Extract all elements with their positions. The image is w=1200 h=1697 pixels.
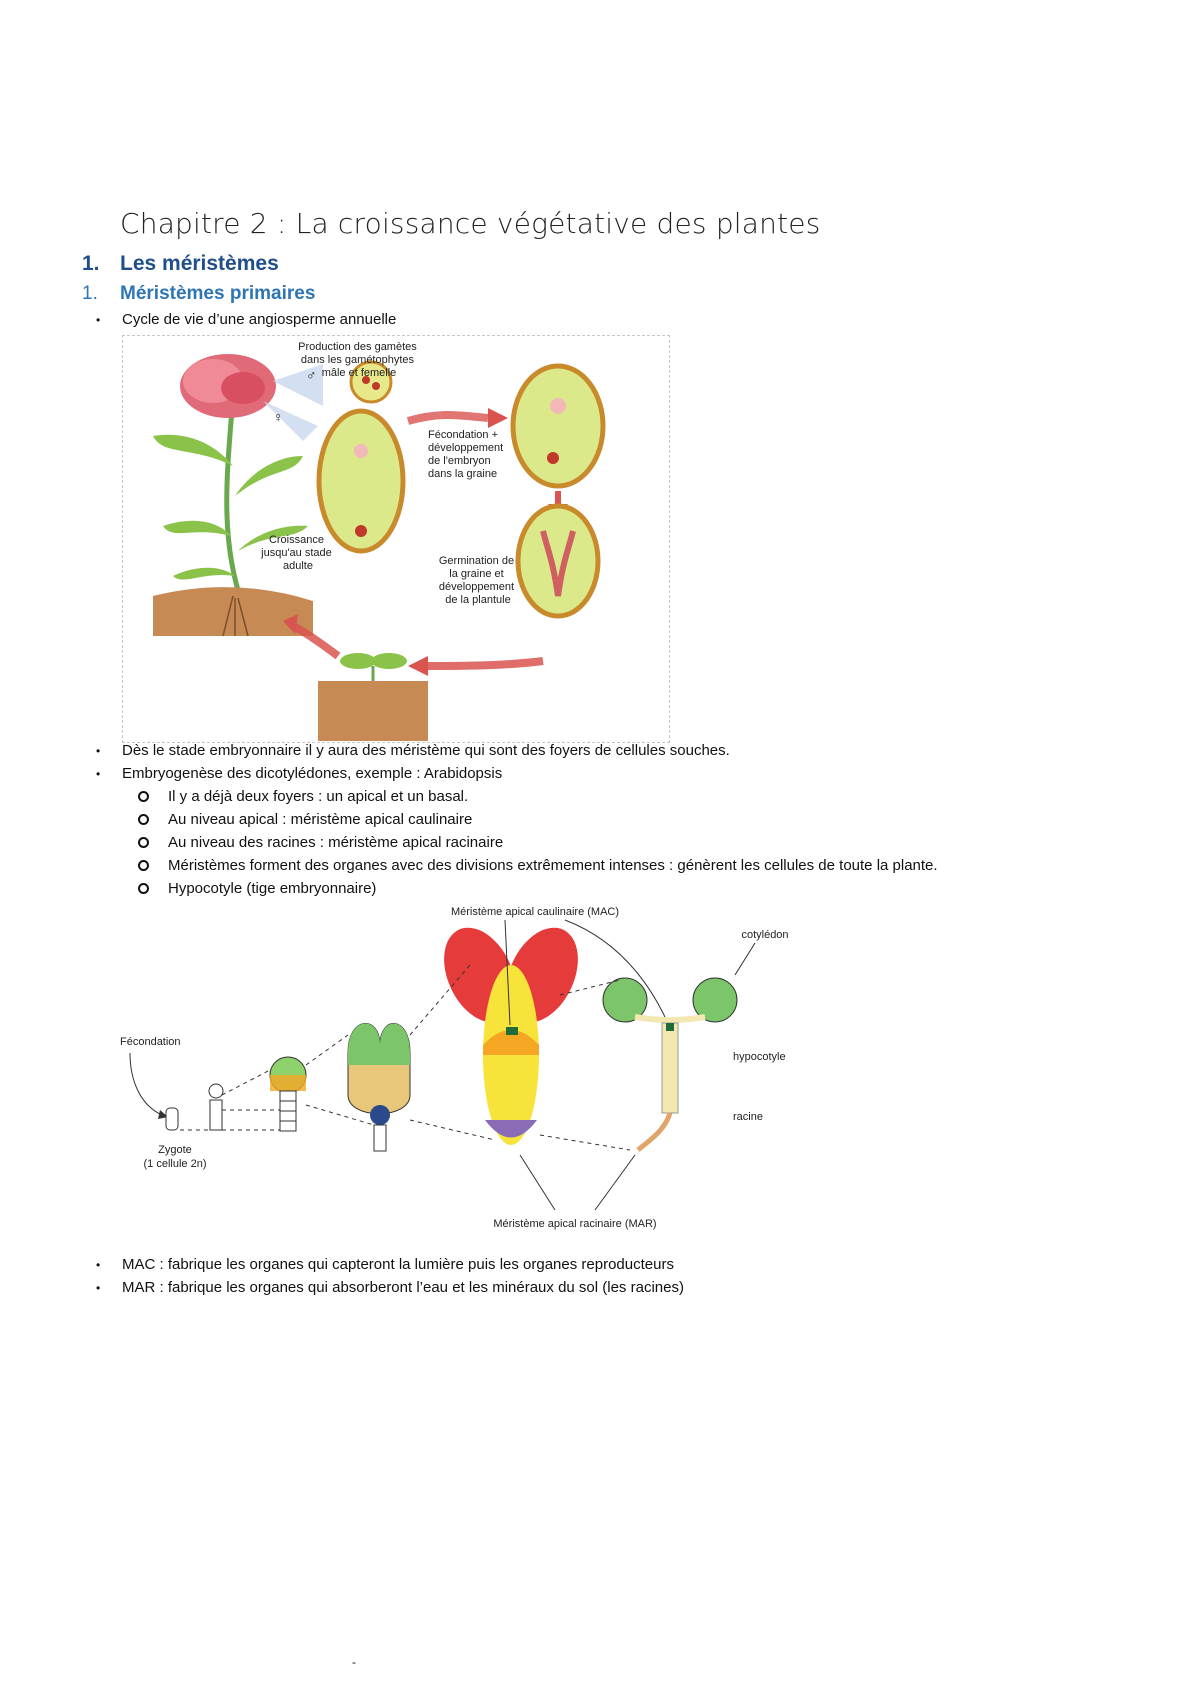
bullet-dot: •: [96, 1281, 101, 1295]
bullet-text: Embryogenèse des dicotylédones, exemple …: [122, 765, 503, 782]
subsection-title: Méristèmes primaires: [120, 283, 316, 304]
sub-bullet-item: Au niveau apical : méristème apical caul…: [138, 809, 473, 831]
embryogenesis-figure: Méristème apical caulinaire (MAC) cotylé…: [110, 905, 810, 1250]
mar-label: Méristème apical racinaire (MAR): [493, 1218, 656, 1230]
zygote-sublabel: (1 cellule 2n): [144, 1158, 207, 1170]
page-title: Chapitre 2 : La croissance végétative de…: [120, 207, 821, 240]
section-heading-meristemes: 1. Les méristèmes: [82, 252, 279, 276]
sub-bullet-marker: [138, 860, 149, 871]
zygote-label: Zygote: [158, 1144, 192, 1156]
sub-bullet-text: Au niveau apical : méristème apical caul…: [168, 811, 473, 828]
bullet-item: • MAC : fabrique les organes qui capteron…: [96, 1254, 674, 1276]
croissance-label: Croissance jusqu'au stade adulte: [260, 534, 335, 572]
fecondation-label: Fécondation + développement de l'embryon…: [428, 429, 506, 480]
sub-bullet-text: Il y a déjà deux foyers : un apical et u…: [168, 788, 469, 805]
life-cycle-illustration: ♂ ♀ Produc: [153, 341, 606, 741]
sub-bullet-text: Hypocotyle (tige embryonnaire): [168, 880, 377, 897]
sub-bullet-item: Hypocotyle (tige embryonnaire): [138, 878, 377, 900]
production-label: Production des gamètes dans les gamétoph…: [298, 341, 420, 379]
female-symbol: ♀: [273, 409, 284, 425]
bullet-item: • MAR : fabrique les organes qui absorber…: [96, 1277, 684, 1299]
bullet-dot: •: [96, 313, 101, 327]
bullet-dot: •: [96, 1258, 101, 1272]
subsection-number: 1.: [82, 283, 98, 304]
racine-label: racine: [733, 1111, 763, 1123]
sub-bullet-marker: [138, 814, 149, 825]
fecondation-label: Fécondation: [120, 1036, 181, 1048]
sub-bullet-marker: [138, 837, 149, 848]
sub-bullet-item: Méristèmes forment des organes avec des …: [138, 855, 938, 877]
germination-label: Germination de la graine et développemen…: [439, 555, 517, 606]
bullet-item: • Cycle de vie d’une angiosperme annuelle: [96, 309, 397, 331]
sub-bullet-marker: [138, 883, 149, 894]
section-number: 1.: [82, 252, 100, 275]
bullet-text: MAR : fabrique les organes qui absorbero…: [122, 1279, 684, 1296]
life-cycle-figure: ♂ ♀ Produc: [122, 335, 670, 743]
embryogenesis-diagram: Méristème apical caulinaire (MAC) cotylé…: [120, 906, 789, 1230]
section-title: Les méristèmes: [120, 252, 279, 275]
bullet-text: Dès le stade embryonnaire il y aura des …: [122, 742, 730, 759]
subsection-heading-meristemes-primaires: 1. Méristèmes primaires: [82, 283, 315, 305]
male-symbol: ♂: [306, 367, 317, 383]
hypocotyle-label: hypocotyle: [733, 1051, 786, 1063]
bullet-item: • Dès le stade embryonnaire il y aura des…: [96, 740, 730, 762]
bullet-dot: •: [96, 767, 101, 781]
bullet-text: MAC : fabrique les organes qui capteront…: [122, 1256, 674, 1273]
mac-label: Méristème apical caulinaire (MAC): [451, 906, 619, 918]
sub-bullet-item: Il y a déjà deux foyers : un apical et u…: [138, 786, 469, 808]
footer-mark: -: [352, 1655, 356, 1669]
bullet-item: • Embryogenèse des dicotylédones, exemple…: [96, 763, 503, 785]
bullet-dot: •: [96, 744, 101, 758]
sub-bullet-text: Méristèmes forment des organes avec des …: [168, 857, 938, 874]
sub-bullet-item: Au niveau des racines : méristème apical…: [138, 832, 504, 854]
sub-bullet-marker: [138, 791, 149, 802]
bullet-text: Cycle de vie d’une angiosperme annuelle: [122, 311, 397, 328]
sub-bullet-text: Au niveau des racines : méristème apical…: [168, 834, 504, 851]
cotyledon-label: cotylédon: [741, 929, 788, 941]
